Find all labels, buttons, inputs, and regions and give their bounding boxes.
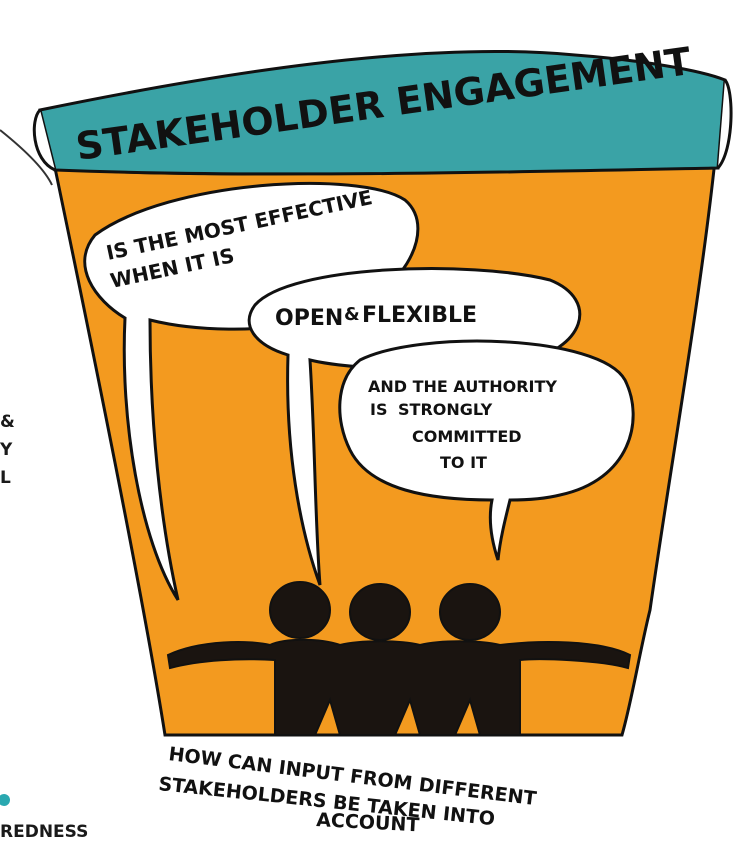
left-fragment-3: L <box>0 468 11 488</box>
person-2-head <box>349 583 411 641</box>
banner-curl-right <box>716 78 733 169</box>
bubble-3-line1: AND THE AUTHORITY <box>368 377 557 396</box>
bubble-2-amp: & <box>344 304 360 325</box>
people-silhouettes <box>166 581 632 736</box>
person-3-head <box>439 583 501 641</box>
bubble-2-word2: FLEXIBLE <box>362 303 477 328</box>
banner-curl-left <box>32 108 56 172</box>
left-fragment-bottom: REDNESS <box>0 822 89 842</box>
bubble-3-line2-prefix: IS <box>370 400 387 419</box>
left-fragment-1: & <box>0 412 15 432</box>
caption-line3: ACCOUNT <box>316 809 420 836</box>
left-fragment-2: Y <box>0 440 13 460</box>
bubble-2-word1: OPEN <box>275 306 343 331</box>
person-1-head <box>269 581 331 639</box>
speech-bubble-3 <box>338 339 635 561</box>
stray-line <box>0 129 53 186</box>
teal-dot <box>0 794 10 806</box>
people-bodies <box>166 638 632 736</box>
bubble-3-line3: COMMITTED <box>412 427 522 446</box>
bubble-3-line4: TO IT <box>440 453 487 472</box>
bubble-3-line2-highlight: STRONGLY <box>398 400 493 419</box>
teal-banner <box>38 49 727 176</box>
